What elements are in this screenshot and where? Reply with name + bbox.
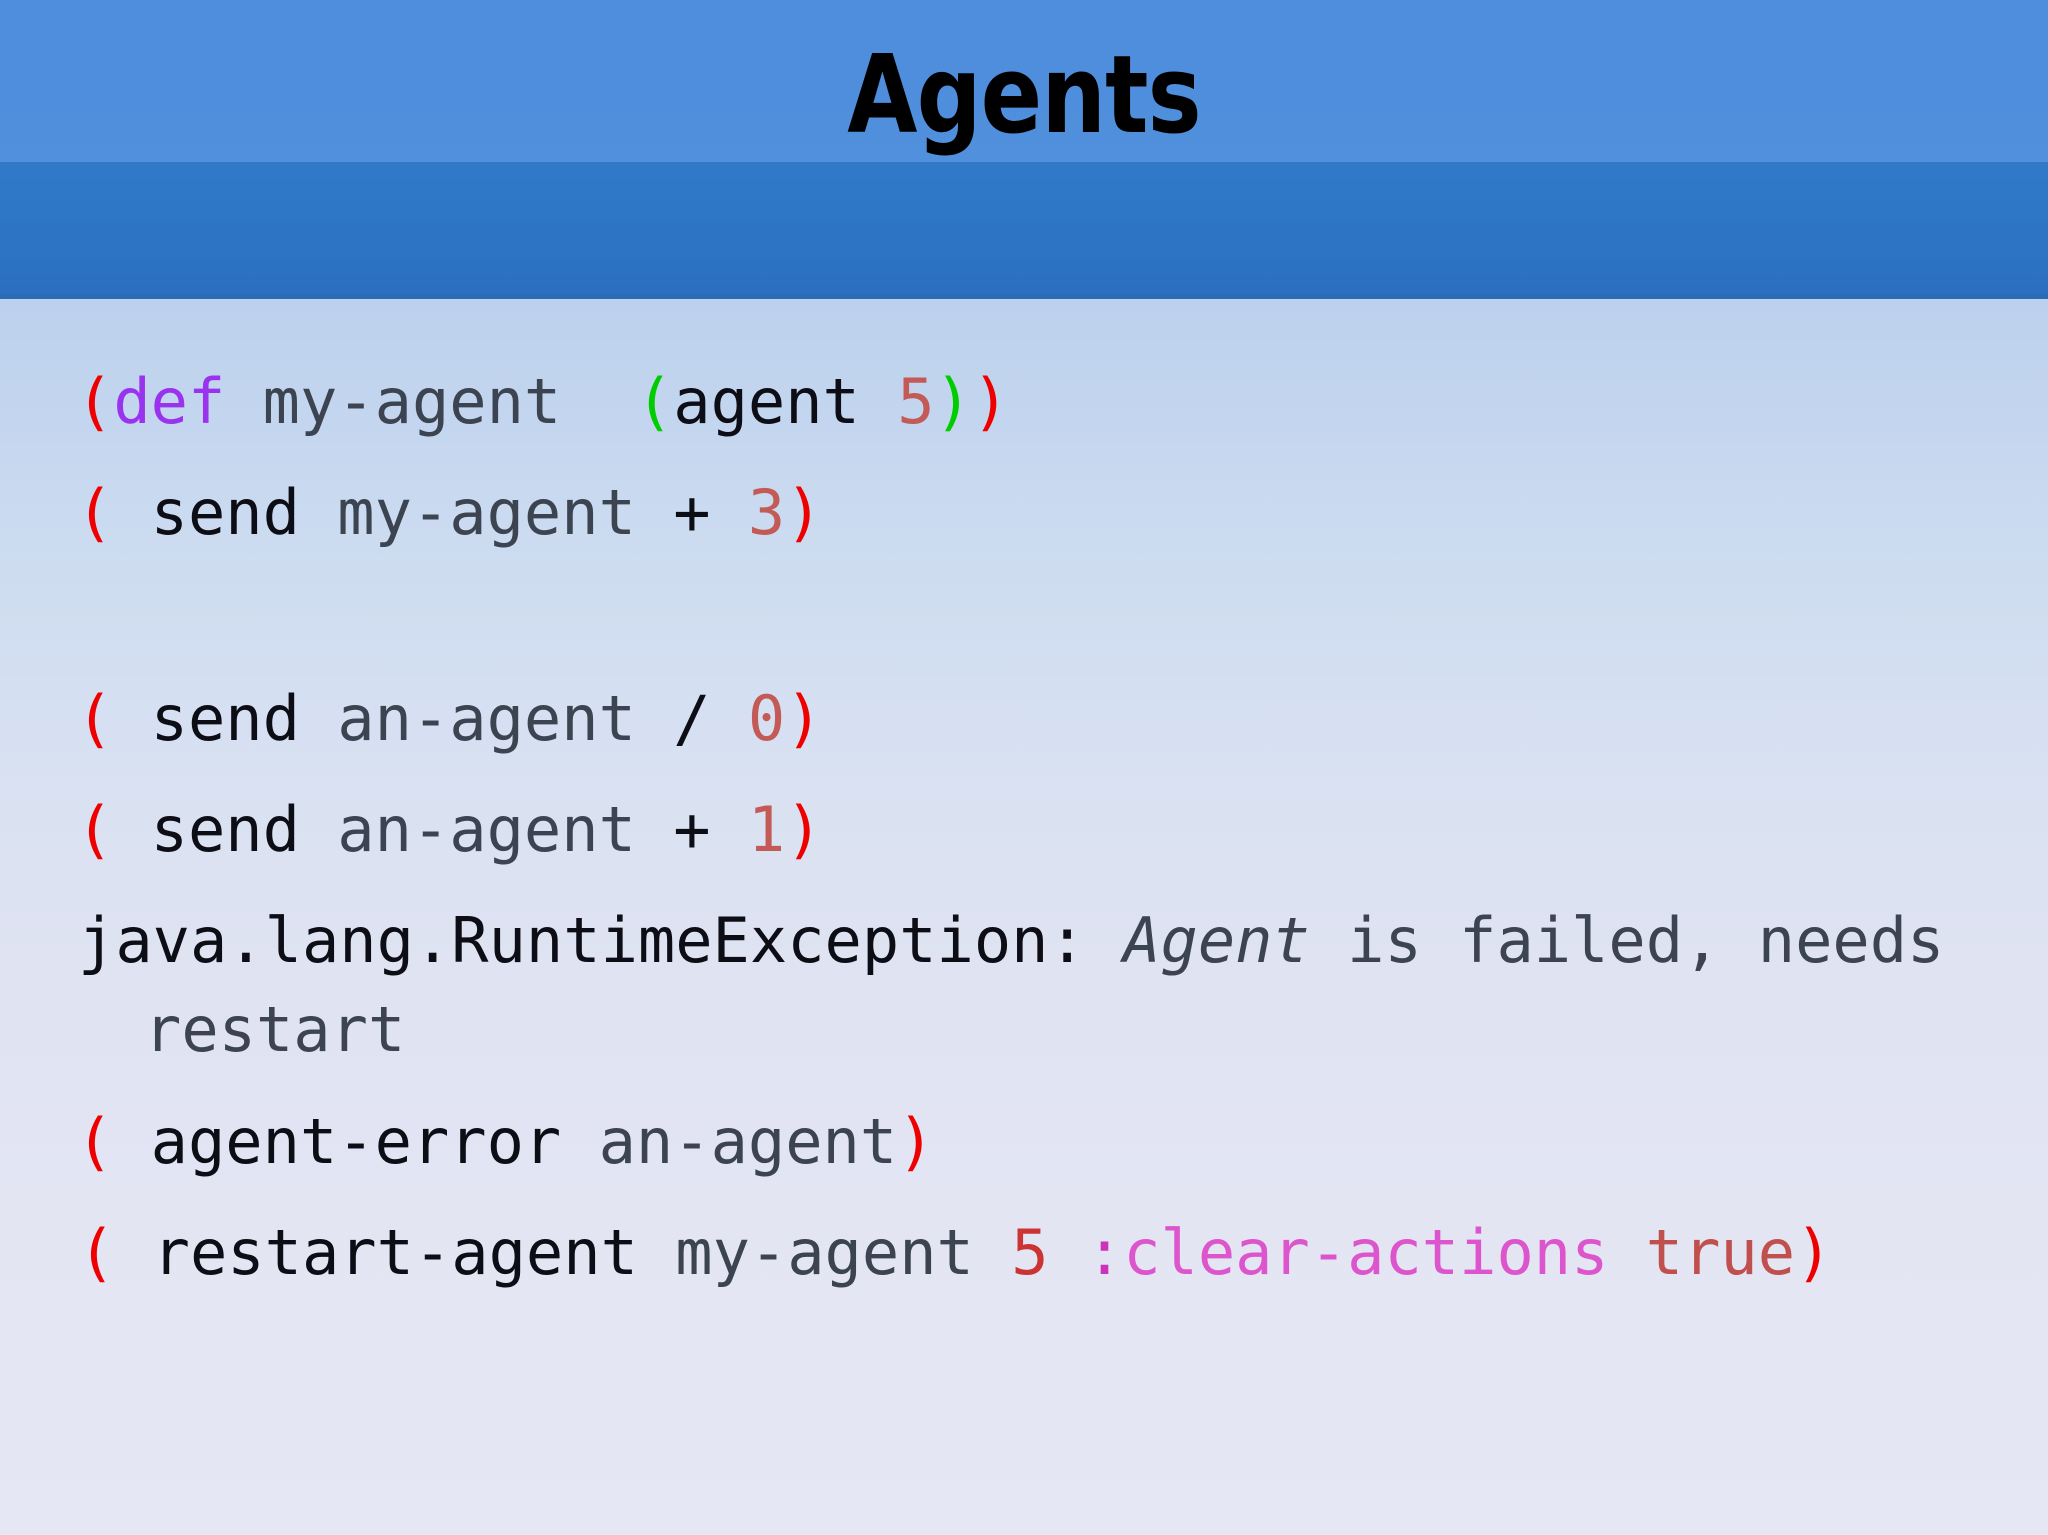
code-line-agent-error: ( agent-error an-agent) [76, 1097, 1978, 1186]
exception-italic-word: Agent [1123, 904, 1310, 978]
fn-agent-error: agent-error [113, 1104, 599, 1178]
def-keyword: def [113, 365, 226, 438]
open-paren: ( [76, 792, 114, 866]
operator-divide: / [635, 681, 748, 755]
close-paren: ) [785, 681, 823, 755]
space [1049, 1216, 1086, 1289]
close-paren: ) [785, 792, 823, 866]
open-paren: ( [76, 681, 114, 755]
symbol-my-agent: my-agent [262, 365, 562, 438]
number-5: 5 [897, 365, 935, 438]
fn-agent: agent [673, 365, 860, 438]
number-3: 3 [747, 476, 786, 550]
inner-open-paren: ( [635, 365, 674, 438]
symbol-my-agent: my-agent [337, 476, 636, 550]
space [561, 365, 636, 438]
number-1: 1 [747, 792, 786, 866]
exception-message: is failed, needs restart [144, 904, 1982, 1067]
close-paren: ) [785, 476, 823, 550]
open-paren: ( [76, 1104, 114, 1178]
space [1608, 1216, 1645, 1289]
symbol-an-agent: an-agent [598, 1104, 898, 1178]
code-line-runtime-exception: java.lang.RuntimeException: Agent is fai… [78, 896, 1978, 1075]
symbol-an-agent: an-agent [337, 792, 636, 866]
exception-class: java.lang.RuntimeException: [78, 904, 1124, 978]
fn-send: send [113, 681, 338, 755]
keyword-clear-actions: clear-actions [1123, 1215, 1609, 1289]
blank-line [78, 580, 1978, 652]
symbol-an-agent: an-agent [337, 681, 636, 755]
code-line-send-an-agent-div-0: ( send an-agent / 0) [76, 674, 1978, 763]
page-title: Agents [847, 33, 1201, 158]
boolean-true: true [1645, 1215, 1796, 1289]
operator-plus: + [635, 792, 748, 866]
close-paren: ) [1795, 1215, 1833, 1289]
open-paren: ( [76, 476, 114, 550]
banner-upper-stripe [0, 0, 2048, 162]
symbol-my-agent: my-agent [675, 1215, 974, 1289]
code-block: (def my-agent (agent 5)) ( send my-agent… [0, 299, 2048, 1535]
number-0: 0 [747, 681, 786, 755]
fn-restart-agent: restart-agent [115, 1215, 676, 1289]
keyword-colon: : [1085, 1215, 1124, 1289]
inner-close-paren: ) [934, 365, 972, 438]
code-line-send-an-agent-plus-1: ( send an-agent + 1) [76, 785, 1978, 874]
title-banner: Agents [0, 0, 2048, 299]
banner-lower-stripe [0, 162, 2048, 293]
space [974, 1216, 1011, 1289]
open-paren: ( [78, 1215, 116, 1289]
code-line-restart-agent: ( restart-agent my-agent 5 :clear-action… [78, 1208, 1978, 1297]
open-paren: ( [76, 365, 114, 438]
fn-send: send [113, 476, 338, 550]
space [860, 365, 897, 438]
outer-close-paren: ) [971, 365, 1010, 438]
space [225, 365, 262, 438]
banner-separator-rule [0, 293, 2048, 299]
close-paren: ) [897, 1104, 935, 1178]
number-5: 5 [1011, 1215, 1049, 1289]
code-line-def-my-agent: (def my-agent (agent 5)) [76, 357, 1978, 446]
code-line-send-my-agent-plus-3: ( send my-agent + 3) [76, 468, 1978, 557]
operator-plus: + [635, 476, 748, 550]
fn-send: send [113, 792, 338, 866]
